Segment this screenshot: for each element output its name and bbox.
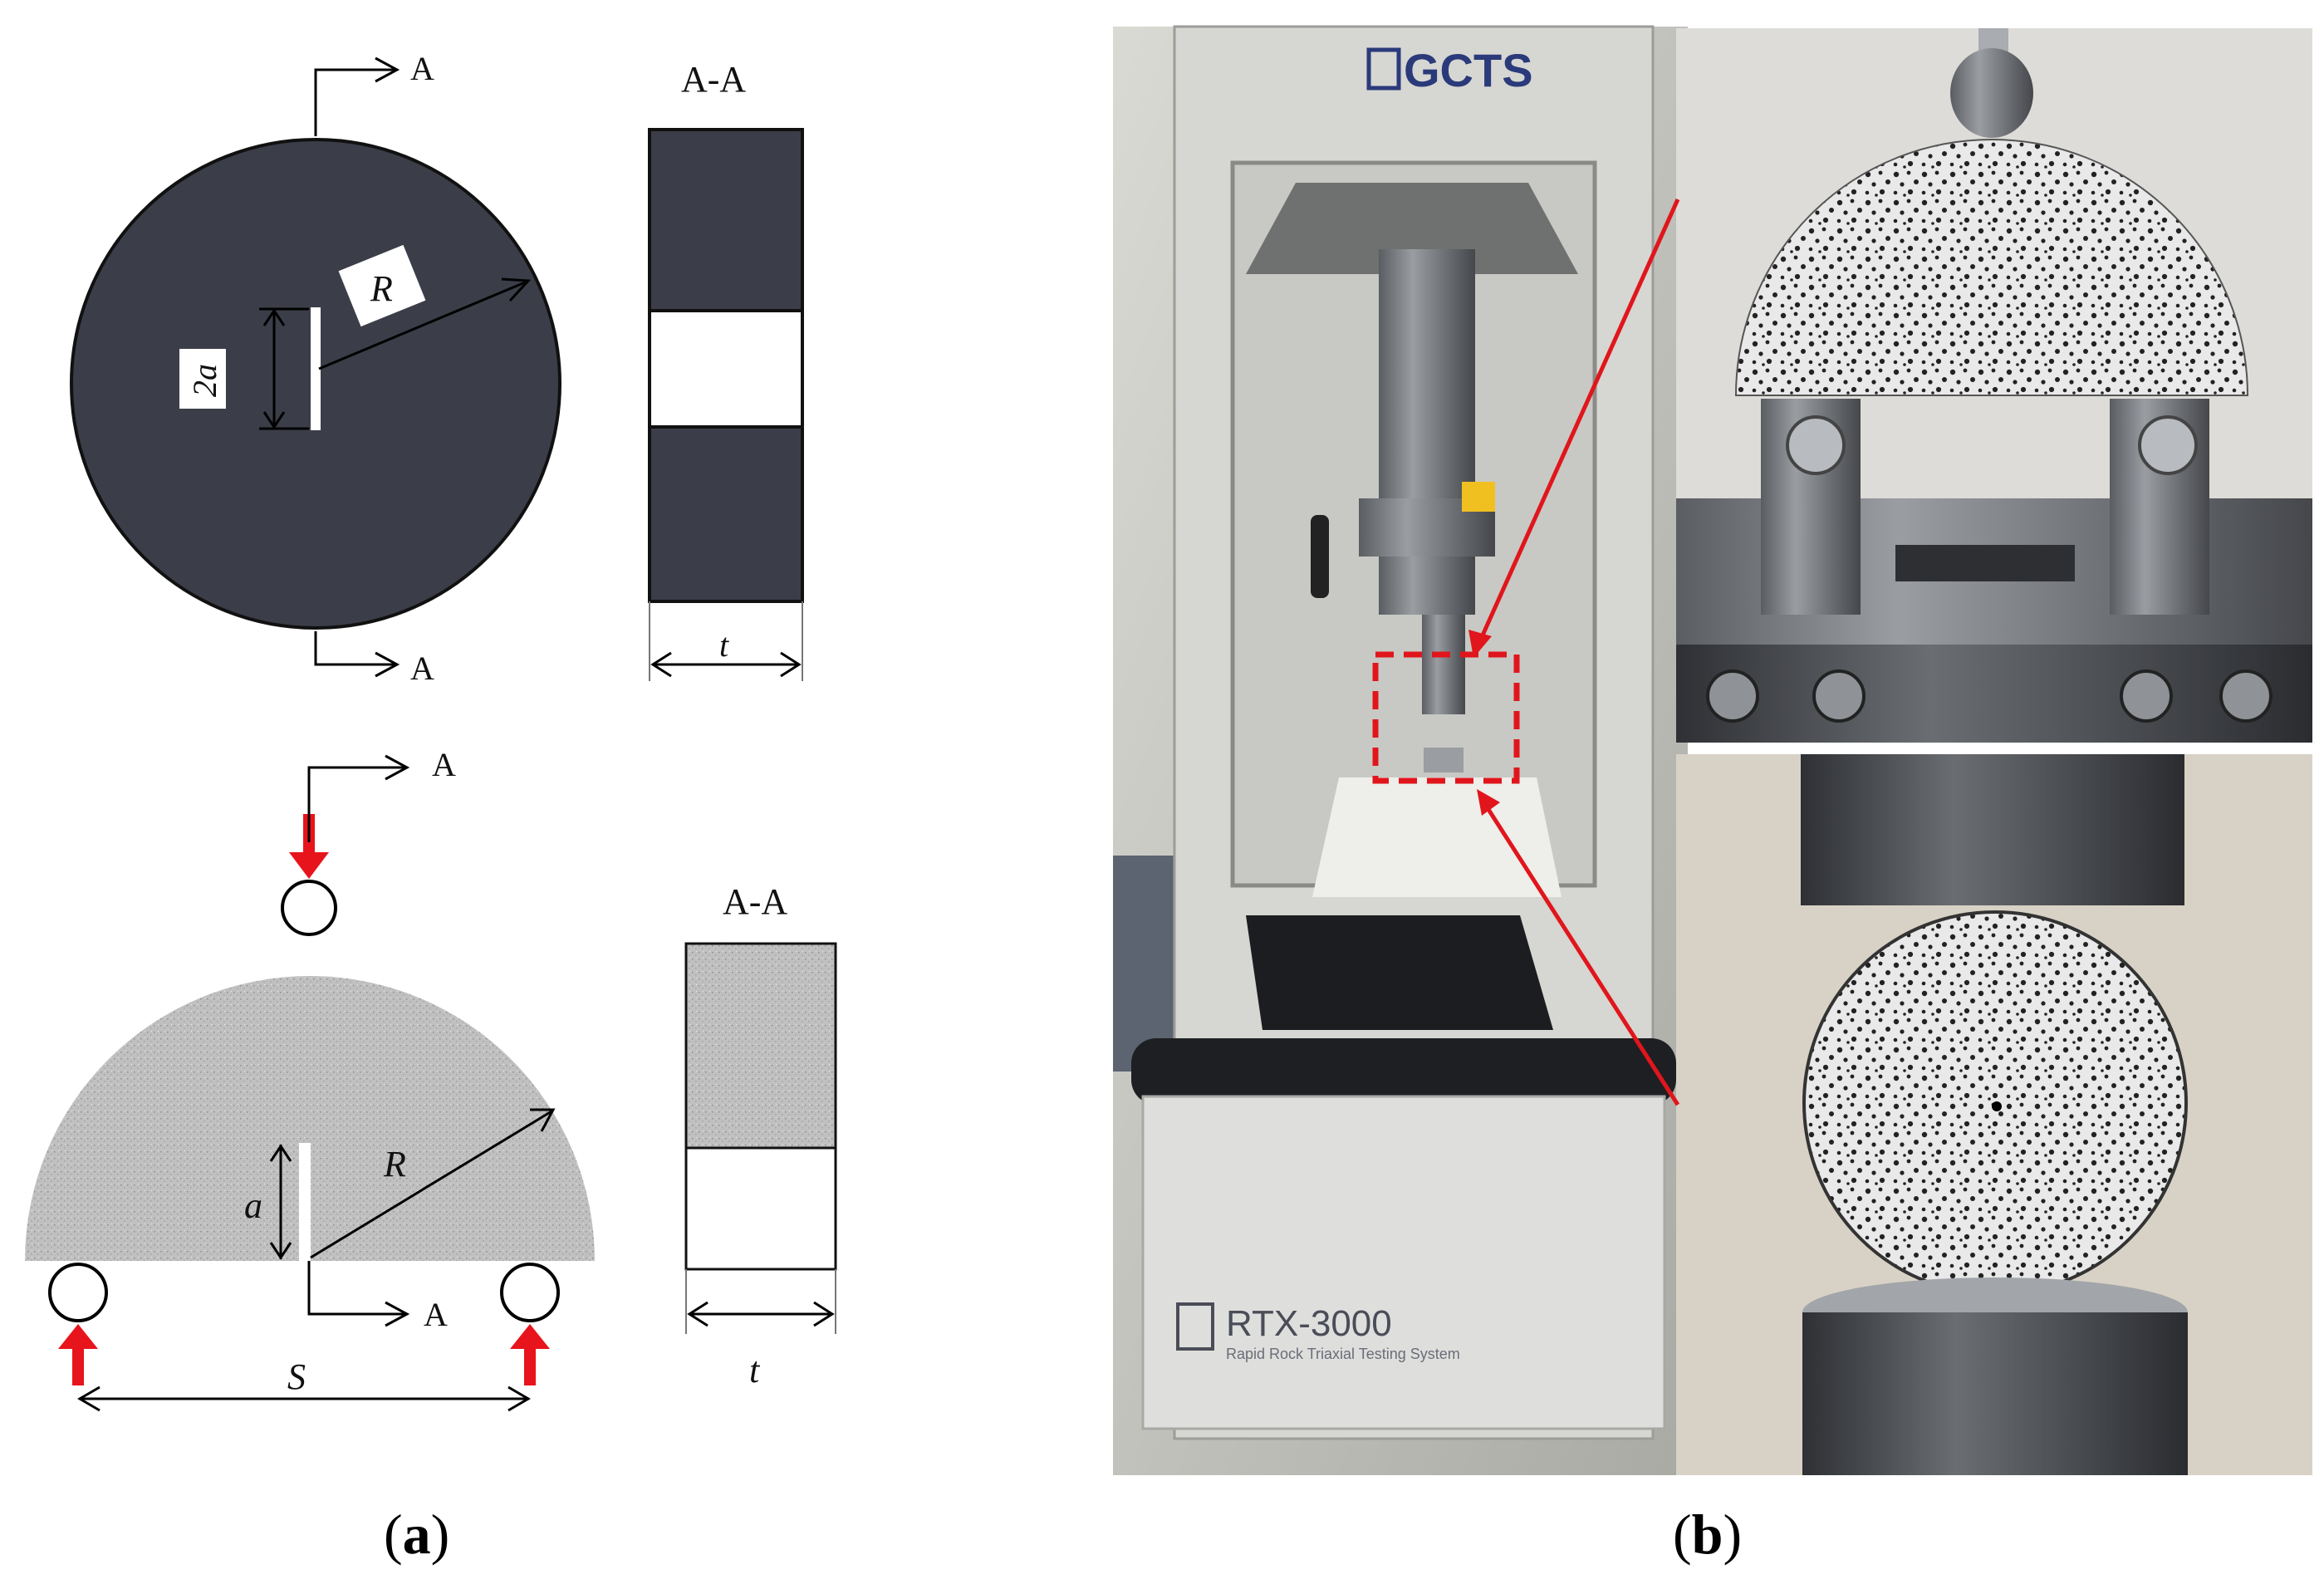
crack-label: 2a	[186, 364, 223, 397]
scb-specimen	[25, 976, 595, 1261]
section-lower-block	[648, 425, 804, 603]
span-label: S	[287, 1356, 306, 1397]
scb-section-bottom-arrow	[385, 1301, 410, 1327]
notch-arrow-down	[269, 1242, 292, 1260]
machine-photo: GCTS RTX-3000 Rapid Rock Triaxial Testin…	[1113, 25, 1688, 1475]
radius-label: R	[370, 268, 393, 309]
scb-thickness-arrow-right	[813, 1301, 835, 1327]
top-disc-view: 2a R A A	[70, 50, 561, 687]
inset-left-roller	[1786, 415, 1846, 475]
inset-base-plate	[1676, 645, 2312, 743]
specimen-platen	[1424, 748, 1464, 772]
span-arrow-left	[77, 1385, 101, 1412]
loading-ram	[1379, 249, 1475, 615]
brand-logo: GCTS	[1404, 44, 1533, 96]
crack-dim-arrow-up	[262, 308, 286, 326]
model-logo-box	[1176, 1302, 1214, 1351]
model-subtitle: Rapid Rock Triaxial Testing System	[1226, 1346, 1460, 1362]
section-mark-top-label: A	[410, 50, 434, 87]
scb-radius-line	[310, 1110, 552, 1259]
inset-loading-roller	[1950, 48, 2033, 138]
scb-notch	[299, 1143, 311, 1261]
inset-bolt-3	[2120, 669, 2173, 723]
panel-a: 2a R A A A-A t	[25, 50, 837, 1566]
radius-line	[318, 281, 526, 370]
machine-pedestal	[1141, 1095, 1666, 1430]
base-platen	[1312, 777, 1562, 897]
scb-thickness-arrow-left	[687, 1301, 708, 1327]
thickness-arrow-right	[780, 651, 802, 678]
section-upper-block	[648, 128, 804, 312]
radius-arrowhead	[501, 277, 532, 302]
left-reaction-head	[58, 1324, 98, 1349]
inset-bolt-1	[1706, 669, 1759, 723]
base-tray	[1246, 915, 1553, 1030]
scb-section-solid	[684, 942, 837, 1150]
model-label: RTX-3000	[1226, 1303, 1392, 1344]
top-section-view: A-A t	[648, 59, 804, 681]
callout-arrowhead-upper	[1468, 630, 1492, 658]
inset-bolt-2	[1812, 669, 1866, 723]
inset-right-roller	[2138, 415, 2198, 475]
caption-a: (a)	[384, 1503, 449, 1566]
inset-bolt-4	[2219, 669, 2273, 723]
left-support-roller	[48, 1263, 108, 1322]
machine-base	[1131, 1038, 1676, 1105]
load-arrow-head	[289, 852, 329, 879]
thickness-label: t	[719, 626, 729, 664]
callout-arrowhead-lower	[1477, 789, 1500, 816]
side-handle	[1311, 515, 1329, 598]
right-reaction-head	[510, 1324, 550, 1349]
inset-disc-crack	[1992, 1101, 2002, 1111]
load-piston	[1422, 615, 1465, 714]
inset-scb-specimen	[1734, 139, 2249, 396]
brand-logo-box	[1366, 47, 1401, 91]
scb-section-top-label: A	[432, 746, 456, 783]
callout-arrow-upper	[1476, 198, 1680, 646]
section-mark-top	[314, 68, 395, 136]
inset-scb-photo	[1676, 28, 2312, 743]
notch-label: a	[244, 1185, 262, 1226]
crack-label-box	[179, 349, 226, 409]
scb-radius-label: R	[383, 1144, 406, 1184]
scb-thickness-label: t	[749, 1350, 761, 1390]
top-loading-roller	[281, 880, 337, 936]
scb-section-top-arrow	[385, 754, 410, 781]
scb-section-mark-bottom	[307, 1261, 405, 1316]
bottom-section-title: A-A	[723, 881, 787, 922]
inset-disc-photo	[1676, 754, 2312, 1475]
thickness-arrow-left	[650, 651, 672, 678]
section-crack-gap	[648, 309, 804, 429]
inset-upper-platen	[1801, 754, 2184, 905]
radius-label-box	[338, 244, 426, 327]
section-mark-bottom-arrow	[375, 651, 400, 678]
chamber-dark-top	[1246, 183, 1578, 274]
scb-radius-arrowhead	[530, 1108, 556, 1132]
scb-section-mark-top	[307, 766, 405, 842]
notch-arrow-up	[269, 1144, 292, 1162]
top-section-title: A-A	[681, 59, 746, 100]
scb-section-notch	[684, 1146, 837, 1271]
callout-box	[1372, 651, 1520, 784]
warning-sticker	[1462, 482, 1495, 512]
inset-lower-platen	[1802, 1312, 2188, 1475]
crack-dim-arrow-down	[262, 411, 286, 429]
inset-slot	[1895, 545, 2075, 581]
right-support-roller	[500, 1263, 560, 1322]
span-arrow-right	[507, 1385, 531, 1412]
bottom-scb-view: S a R A A	[25, 746, 595, 1412]
callout-arrow-lower	[1479, 797, 1680, 1106]
caption-b: (b)	[1673, 1503, 1742, 1566]
section-mark-bottom-label: A	[410, 650, 434, 687]
central-crack	[311, 307, 321, 430]
section-mark-bottom	[314, 631, 395, 666]
scb-section-bottom-label: A	[424, 1296, 448, 1333]
section-mark-top-arrow	[375, 56, 400, 83]
panel-b: GCTS RTX-3000 Rapid Rock Triaxial Testin…	[1113, 25, 2312, 1566]
bottom-section-view: A-A t	[684, 881, 837, 1390]
